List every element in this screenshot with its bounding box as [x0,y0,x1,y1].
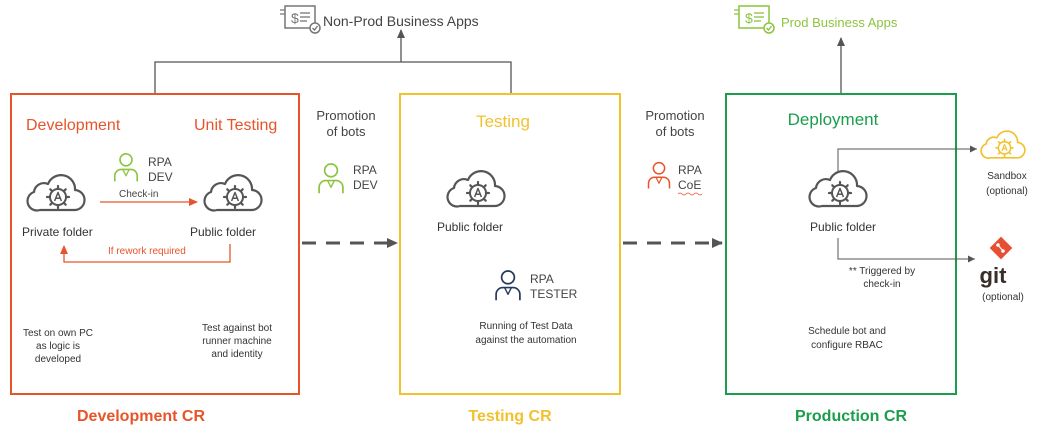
tester-role2: TESTER [530,287,578,301]
dev-note-right-line: runner machine [202,336,272,347]
git-wordmark: git [980,263,1008,288]
nonprod-apps-label: Non-Prod Business Apps [323,13,479,29]
public-folder-cloud-icon [203,174,263,212]
testing-note-line: against the automation [475,335,576,346]
prod-public-folder-label: Public folder [810,220,876,234]
git-logo-icon [989,236,1013,260]
sandbox-cloud-icon [980,130,1026,160]
development-cr-label: Development CR [77,408,205,425]
unit-testing-heading: Unit Testing [194,117,277,134]
promotion1-role1: RPA [353,163,377,177]
testing-heading: Testing [476,112,530,131]
promotion1-person-icon [318,163,344,195]
sandbox-label: Sandbox [987,171,1026,182]
deployment-heading: Deployment [788,110,879,129]
dev-role-line1: RPA [148,155,172,169]
development-cr-box [10,93,300,395]
promotion2-line2: of bots [655,124,695,139]
production-cr-box [725,93,957,395]
trigger-note-line: check-in [863,279,900,290]
rework-arrow [60,244,231,263]
promotion2-role1: RPA [678,163,702,177]
coe-underline [677,192,703,196]
rpa-dev-person-icon [113,152,139,183]
promotion2-line1: Promotion [645,108,704,123]
nonprod-connector [154,29,512,94]
rework-label: If rework required [108,246,186,257]
promotion1-line2: of bots [326,124,366,139]
prod-public-folder-cloud-icon [808,170,868,208]
sandbox-optional-label: (optional) [986,186,1028,197]
prod-note-line: configure RBAC [811,340,883,351]
dev-role-line2: DEV [148,170,173,184]
rpa-coe-person-icon [647,161,671,190]
prod-apps-label: Prod Business Apps [781,15,898,30]
promotion1-line1: Promotion [316,108,375,123]
business-app-screen-icon [279,5,321,34]
testing-cr-label: Testing CR [468,408,552,425]
dev-public-folder-label: Public folder [190,225,256,239]
dev-note-left-line: developed [35,354,81,365]
rpa-tester-person-icon [495,270,521,302]
sandbox-connector [837,145,977,172]
prod-note-line: Schedule bot and [808,326,886,337]
testing-public-folder-cloud-icon [446,170,506,208]
git-optional-label: (optional) [982,292,1024,303]
trigger-note-line: ** Triggered by [849,266,915,277]
dev-note-left-line: as logic is [36,341,80,352]
tester-role1: RPA [530,272,554,286]
checkin-label: Check-in [119,189,158,200]
dev-note-right: Test against bot runner machine and iden… [202,323,272,360]
dev-note-left-line: Test on own PC [23,328,93,339]
prod-business-app-screen-icon [733,5,775,34]
private-folder-cloud-icon [26,174,86,212]
testing-public-folder-label: Public folder [437,220,503,234]
testing-cr-box [399,93,621,395]
promotion1-role2: DEV [353,178,378,192]
production-cr-label: Production CR [795,408,907,425]
testing-note-line: Running of Test Data [479,321,573,332]
dev-note-right-line: and identity [211,349,262,360]
dev-note-left: Test on own PC as logic is developed [23,328,93,365]
dev-note-right-line: Test against bot [202,323,272,334]
git-connector [837,238,975,263]
development-heading: Development [26,117,121,134]
private-folder-label: Private folder [22,225,93,239]
promotion2-role2: CoE [678,178,701,192]
